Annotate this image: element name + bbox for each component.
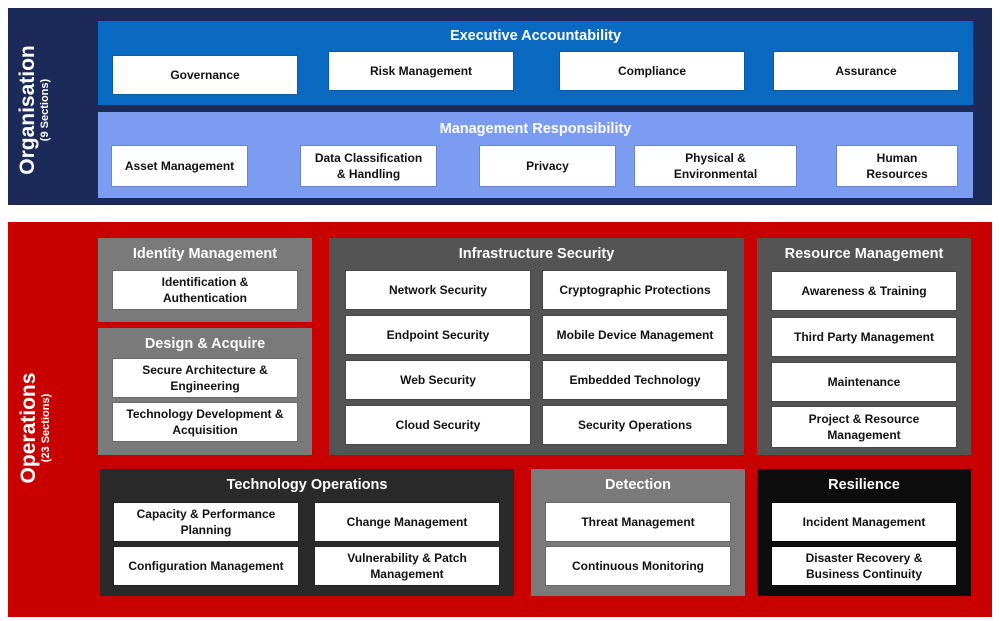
compliance-box: Compliance [560, 52, 744, 90]
network-security-box: Network Security [346, 271, 530, 309]
resilience-panel: Resilience Incident Management Disaster … [757, 469, 971, 596]
detection-panel: Detection Threat Management Continuous M… [531, 469, 745, 596]
project-resource-management-box: Project & Resource Management [772, 407, 956, 447]
organisation-sublabel: (9 Sections) [39, 78, 51, 142]
resilience-title: Resilience [828, 477, 900, 493]
technology-operations-panel: Technology Operations Capacity & Perform… [100, 469, 514, 596]
executive-accountability-panel: Executive Accountability Governance Risk… [98, 21, 973, 105]
executive-accountability-title: Executive Accountability [449, 28, 622, 44]
detection-title: Detection [604, 477, 672, 493]
assurance-box: Assurance [774, 52, 958, 90]
third-party-management-box: Third Party Management [772, 318, 956, 356]
governance-box: Governance [113, 56, 297, 94]
operations-label-group: Operations (23 Sections) [17, 338, 58, 518]
operations-band: Operations (23 Sections) Identity Manage… [8, 222, 992, 617]
resource-management-panel: Resource Management Awareness & Training… [757, 238, 971, 455]
identity-management-title: Identity Management [132, 246, 278, 262]
threat-management-box: Threat Management [546, 503, 730, 541]
operations-sublabel: (23 Sections) [40, 393, 52, 463]
technology-development-box: Technology Development & Acquisition [113, 403, 297, 441]
embedded-technology-box: Embedded Technology [543, 361, 727, 399]
data-classification-box: Data Classification & Handling [301, 146, 436, 186]
incident-management-box: Incident Management [772, 503, 956, 541]
privacy-box: Privacy [480, 146, 615, 186]
mobile-device-management-box: Mobile Device Management [543, 316, 727, 354]
continuous-monitoring-box: Continuous Monitoring [546, 547, 730, 585]
operations-label: Operations [17, 372, 40, 484]
secure-architecture-box: Secure Architecture & Engineering [113, 359, 297, 397]
infrastructure-security-title: Infrastructure Security [458, 246, 615, 262]
human-resources-box: Human Resources [837, 146, 957, 186]
maintenance-box: Maintenance [772, 363, 956, 401]
disaster-recovery-box: Disaster Recovery & Business Continuity [772, 547, 956, 585]
cloud-security-box: Cloud Security [346, 406, 530, 444]
asset-management-box: Asset Management [112, 146, 247, 186]
web-security-box: Web Security [346, 361, 530, 399]
management-responsibility-title: Management Responsibility [439, 121, 632, 137]
change-management-box: Change Management [315, 503, 499, 541]
capacity-performance-box: Capacity & Performance Planning [114, 503, 298, 541]
configuration-management-box: Configuration Management [114, 547, 298, 585]
risk-management-box: Risk Management [329, 52, 513, 90]
endpoint-security-box: Endpoint Security [346, 316, 530, 354]
resource-management-title: Resource Management [784, 246, 944, 262]
awareness-training-box: Awareness & Training [772, 272, 956, 310]
organisation-band: Organisation (9 Sections) Executive Acco… [8, 8, 992, 205]
identity-management-panel: Identity Management Identification & Aut… [98, 238, 312, 322]
infrastructure-security-panel: Infrastructure Security Network Security… [329, 238, 744, 455]
management-responsibility-panel: Management Responsibility Asset Manageme… [98, 112, 973, 198]
technology-operations-title: Technology Operations [226, 477, 388, 493]
design-acquire-title: Design & Acquire [144, 336, 266, 352]
physical-environmental-box: Physical & Environmental [635, 146, 796, 186]
design-acquire-panel: Design & Acquire Secure Architecture & E… [98, 328, 312, 455]
identification-authentication-box: Identification & Authentication [113, 271, 297, 309]
vulnerability-patch-box: Vulnerability & Patch Management [315, 547, 499, 585]
organisation-label: Organisation [16, 45, 39, 175]
cryptographic-protections-box: Cryptographic Protections [543, 271, 727, 309]
security-operations-box: Security Operations [543, 406, 727, 444]
organisation-label-group: Organisation (9 Sections) [16, 20, 57, 200]
